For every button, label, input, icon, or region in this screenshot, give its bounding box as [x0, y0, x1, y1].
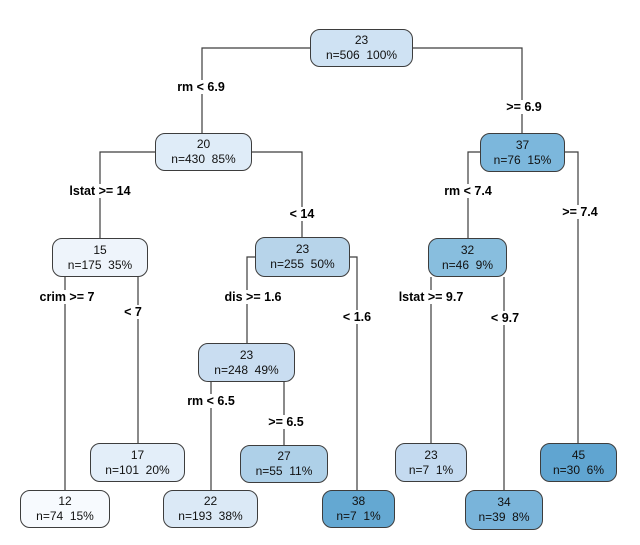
tree-node-32: 32 n=46 9%	[428, 238, 507, 277]
node-stats: n=506 100%	[325, 48, 398, 62]
tree-leaf-12: 12 n=74 15%	[20, 490, 110, 528]
tree-leaf-38: 38 n=7 1%	[322, 490, 395, 528]
node-value: 23	[354, 33, 369, 47]
split-label-lt-1.6: < 1.6	[340, 310, 374, 324]
edge-20-left	[99, 151, 155, 238]
node-stats: n=76 15%	[493, 152, 552, 167]
node-stats: n=7 1%	[408, 462, 454, 477]
edge-23a-left	[246, 256, 255, 343]
tree-node-root: 23 n=506 100%	[310, 29, 413, 67]
split-label-lt-7: < 7	[122, 305, 144, 319]
tree-leaf-34: 34 n=39 8%	[465, 490, 543, 530]
node-value: 17	[130, 447, 145, 462]
split-label-lstat-9.7: lstat >= 9.7	[396, 290, 466, 304]
split-label-ge-7.4: >= 7.4	[560, 205, 600, 219]
node-stats: n=175 35%	[67, 257, 133, 272]
split-label-ge-6.5: >= 6.5	[266, 415, 306, 429]
tree-leaf-45: 45 n=30 6%	[540, 443, 617, 482]
split-label-dis-1.6: dis >= 1.6	[222, 290, 284, 304]
tree-node-23-n255: 23 n=255 50%	[255, 237, 350, 277]
split-label-lt-14: < 14	[287, 207, 317, 221]
node-value: 15	[93, 242, 107, 257]
node-stats: n=7 1%	[336, 509, 381, 523]
node-stats: n=255 50%	[270, 257, 335, 271]
node-value: 20	[196, 137, 211, 151]
node-value: 37	[515, 137, 530, 152]
edge-root-left	[201, 47, 310, 133]
split-label-ge-6.9: >= 6.9	[504, 100, 544, 114]
node-value: 22	[203, 494, 218, 508]
node-value: 27	[277, 449, 291, 463]
split-label-rm-6.5: rm < 6.5	[185, 394, 237, 408]
split-label-lt-9.7: < 9.7	[488, 311, 522, 325]
split-label-lstat-14: lstat >= 14	[67, 184, 133, 198]
node-value: 23	[239, 347, 254, 362]
tree-node-37: 37 n=76 15%	[480, 133, 565, 172]
edge-20-right	[252, 151, 303, 237]
tree-leaf-17: 17 n=101 20%	[90, 443, 185, 482]
node-value: 12	[58, 494, 72, 508]
node-stats: n=430 85%	[171, 152, 236, 166]
node-stats: n=248 49%	[214, 362, 279, 377]
node-stats: n=30 6%	[552, 462, 605, 477]
node-stats: n=55 11%	[255, 464, 313, 478]
node-stats: n=46 9%	[441, 257, 494, 272]
edge-23a-right	[350, 256, 358, 490]
tree-node-20: 20 n=430 85%	[155, 133, 252, 171]
edge-37-left	[565, 151, 579, 443]
node-value: 23	[424, 447, 438, 462]
split-label-crim-7: crim >= 7	[37, 290, 97, 304]
node-value: 38	[351, 494, 366, 508]
node-stats: n=193 38%	[178, 509, 243, 523]
edge-37-right	[467, 151, 480, 238]
node-value: 32	[460, 242, 475, 257]
tree-node-23-n248: 23 n=248 49%	[198, 343, 295, 382]
node-stats: n=39 8%	[478, 510, 530, 524]
node-stats: n=101 20%	[105, 462, 170, 477]
tree-leaf-27: 27 n=55 11%	[240, 445, 328, 483]
node-value: 34	[497, 495, 511, 509]
node-value: 45	[571, 447, 586, 462]
node-stats: n=74 15%	[36, 509, 94, 523]
tree-leaf-23-n7: 23 n=7 1%	[395, 443, 467, 482]
split-label-rm-7.4: rm < 7.4	[442, 184, 494, 198]
tree-leaf-22: 22 n=193 38%	[163, 490, 258, 528]
split-label-rm-6.9: rm < 6.9	[175, 80, 227, 94]
node-value: 23	[295, 242, 310, 256]
tree-node-15: 15 n=175 35%	[52, 238, 148, 277]
edge-root-right	[413, 47, 523, 133]
